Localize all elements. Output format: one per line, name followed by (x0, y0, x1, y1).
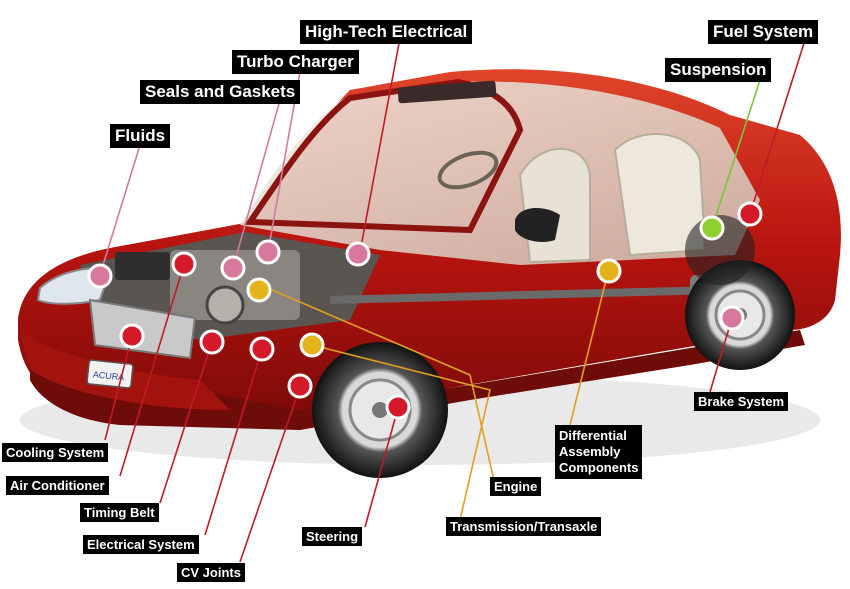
leader-differential (569, 271, 609, 426)
label-cv-joints: CV Joints (177, 563, 245, 582)
marker-high-tech-electrical (345, 241, 371, 267)
marker-transmission (299, 332, 325, 358)
label-transmission-transaxle: Transmission/Transaxle (446, 517, 602, 536)
marker-engine (246, 277, 272, 303)
steering-wheel (437, 150, 499, 190)
marker-suspension (699, 215, 725, 241)
drive-shaft (329, 286, 721, 304)
label-cooling-system: Cooling System (2, 443, 109, 462)
label-electrical-system: Electrical System (83, 535, 199, 554)
engine-pulley (205, 285, 245, 325)
label-engine: Engine (490, 477, 542, 496)
label-timing-belt: Timing Belt (80, 503, 159, 522)
marker-brake-system (719, 305, 745, 331)
leader-transmission (311, 344, 491, 521)
side-mirror (515, 208, 560, 242)
leader-high-tech-electrical (359, 37, 401, 253)
label-fluids: Fluids (110, 124, 171, 148)
marker-fuel-system (737, 201, 763, 227)
leader-electrical-system (204, 348, 263, 536)
leader-suspension (711, 79, 761, 229)
license-plate-text: ACURA (92, 369, 124, 382)
marker-electrical-system (249, 336, 275, 362)
label-air-conditioner: Air Conditioner (6, 476, 109, 495)
leader-seals-gaskets (232, 99, 281, 269)
leader-air-conditioner (119, 263, 185, 477)
marker-cooling-system (119, 323, 145, 349)
sunroof (397, 80, 497, 104)
label-brake-system: Brake System (694, 392, 788, 411)
battery (115, 252, 170, 280)
label-suspension: Suspension (665, 58, 772, 82)
engine-block (170, 250, 300, 320)
leader-timing-belt (159, 341, 213, 504)
leader-steering (364, 407, 399, 528)
marker-steering (385, 394, 411, 420)
leader-fluids (99, 144, 141, 276)
leader-brake-system (709, 317, 733, 393)
front-seat (518, 147, 591, 264)
label-fuel-system: Fuel System (708, 20, 819, 44)
leader-cv-joints (239, 386, 301, 563)
marker-fluids (87, 263, 113, 289)
leader-cooling-system (104, 335, 133, 441)
marker-differential (596, 258, 622, 284)
label-differential-assembly-components: Differential Assembly Components (555, 425, 643, 479)
marker-air-conditioner (171, 251, 197, 277)
label-high-tech-electrical: High-Tech Electrical (300, 20, 473, 44)
marker-turbo-charger (255, 239, 281, 265)
marker-cv-joints (287, 373, 313, 399)
license-plate (86, 359, 134, 389)
rear-seat (613, 133, 707, 257)
label-steering: Steering (302, 527, 363, 546)
label-seals-and-gaskets: Seals and Gaskets (140, 80, 301, 104)
marker-timing-belt (199, 329, 225, 355)
marker-seals-gaskets (220, 255, 246, 281)
label-turbo-charger: Turbo Charger (232, 50, 359, 74)
leader-engine (271, 289, 496, 486)
leader-fuel-system (749, 39, 806, 215)
front-wheel (312, 342, 448, 478)
